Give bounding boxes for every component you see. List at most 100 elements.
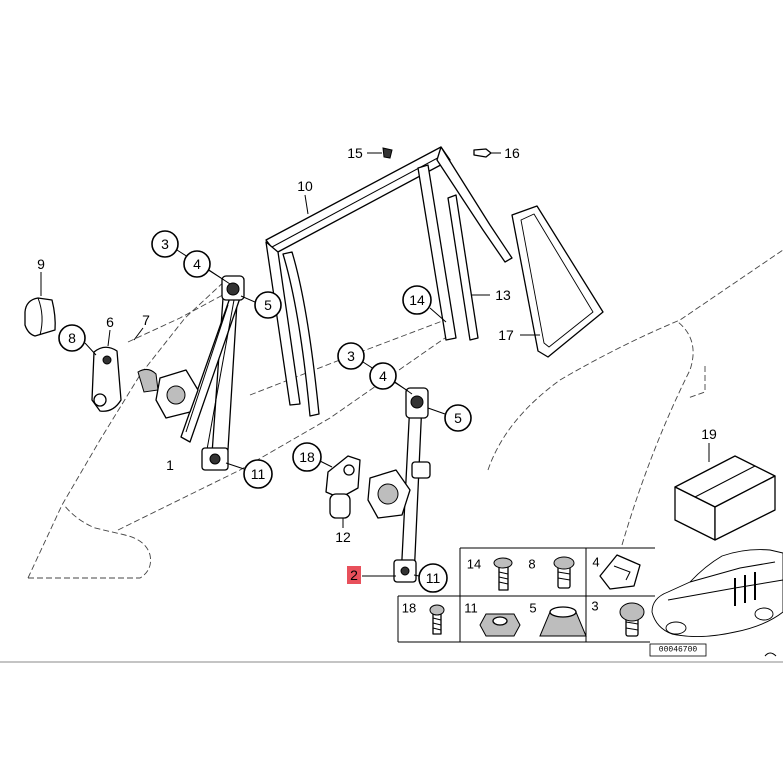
corner-mark [764, 652, 777, 657]
callout-8: 8 [68, 330, 76, 346]
window-regulator-rear [367, 387, 431, 583]
box-tape [694, 465, 756, 498]
callout-5-front: 5 [264, 297, 272, 313]
frame-rear-rail [436, 146, 513, 263]
frame-top-rail [265, 146, 451, 254]
callout-19: 19 [701, 426, 717, 442]
table-label-5: 5 [529, 601, 536, 616]
frame-front-post [265, 241, 301, 406]
callout-circle [183, 250, 211, 278]
callout-circle [292, 442, 322, 472]
car-window-line [689, 561, 776, 583]
frame-front-seal [282, 251, 320, 417]
table-label-8: 8 [528, 557, 535, 572]
callout-4-rear: 4 [379, 368, 387, 384]
hardware-table: 14 8 4 18 11 5 [397, 547, 655, 643]
table-label-14: 14 [467, 557, 481, 572]
motor-housing [325, 455, 361, 499]
rear-pulley-hub [410, 395, 424, 409]
callout-circle [369, 362, 397, 390]
callout-circle [243, 459, 273, 489]
rear-motor-gear [377, 483, 399, 505]
cap-edge [37, 297, 43, 336]
motor-screw [343, 464, 355, 476]
b-pillar-strip [417, 164, 457, 341]
regulator-cable-a [205, 299, 235, 456]
window-frame [265, 146, 513, 417]
mount-knob [137, 368, 159, 393]
callout-10: 10 [297, 178, 313, 194]
front-door-edge [27, 277, 229, 579]
leader-lines [40, 152, 710, 577]
clip-4-icon [599, 554, 641, 590]
callout-circle [151, 230, 179, 258]
reference-code: 00046700 [659, 646, 698, 655]
clip-16-icon [473, 148, 492, 158]
callout-7: 7 [142, 312, 150, 328]
pulley-hub [226, 282, 240, 296]
callout-1: 1 [166, 457, 174, 473]
callout-5-rear: 5 [454, 410, 462, 426]
clip-15-icon [382, 147, 393, 159]
callout-16: 16 [504, 145, 520, 161]
quarter-glass [511, 205, 604, 358]
rear-belt-line [249, 319, 446, 396]
callout-17: 17 [498, 327, 514, 343]
pin-8-icon [553, 556, 575, 589]
repair-kit-box [674, 455, 776, 541]
callout-circle [418, 563, 448, 593]
callout-circle [444, 404, 472, 432]
table-label-11: 11 [464, 601, 478, 616]
motor-cylinder [329, 493, 351, 519]
callout-14: 14 [409, 292, 425, 308]
b-pillar-seal [447, 194, 479, 341]
quarter-panel-mark [687, 366, 706, 399]
callout-18: 18 [299, 449, 315, 465]
quarter-glass-pane [520, 213, 594, 348]
drive-motor [325, 455, 361, 519]
table-label-3: 3 [591, 599, 598, 614]
mirror-outline [28, 504, 151, 579]
screw-18-icon [429, 604, 445, 635]
car-location-thumbnail [651, 549, 783, 638]
pin-3-icon [619, 602, 645, 637]
frame-top-rail-inner [271, 153, 446, 248]
callout-4-front: 4 [193, 256, 201, 272]
callout-circle [337, 342, 365, 370]
callout-15: 15 [347, 145, 363, 161]
callout-3-rear: 3 [347, 348, 355, 364]
cap-part [24, 297, 56, 337]
callouts: 15 16 10 3 4 5 9 6 7 8 1 11 14 13 17 3 4… [37, 145, 717, 593]
grommet-5-icon [539, 606, 587, 637]
bracket-hole [102, 355, 112, 365]
car-door-highlight [734, 572, 756, 606]
cap-body [24, 297, 56, 337]
screw-14-icon [493, 557, 513, 591]
rear-regulator-mid-bracket [411, 461, 431, 479]
bracket-roller [93, 393, 107, 407]
callout-2-highlighted: 2 [350, 567, 358, 583]
car-rear-wheel [754, 607, 774, 621]
callout-12: 12 [335, 529, 351, 545]
callout-6: 6 [106, 314, 114, 330]
guide-bracket [91, 346, 122, 412]
rear-door-edge [487, 249, 783, 471]
nut-11-icon [479, 613, 521, 637]
car-body [651, 549, 783, 638]
car-front-wheel [665, 621, 687, 635]
rear-bottom-hole [400, 566, 410, 576]
callout-13: 13 [495, 287, 511, 303]
callout-11-front: 11 [251, 466, 266, 482]
bottom-bracket-hole [209, 453, 221, 465]
wheel-arch-line [621, 321, 694, 546]
highlight-box [347, 566, 361, 584]
table-grid [397, 547, 655, 643]
callout-3-front: 3 [161, 236, 169, 252]
callout-11-rear: 11 [426, 570, 441, 586]
motor-gear [166, 385, 186, 405]
window-regulator-front [155, 275, 245, 471]
front-belt-line [127, 289, 233, 343]
table-label-18: 18 [402, 601, 416, 616]
callout-circle [402, 285, 432, 315]
